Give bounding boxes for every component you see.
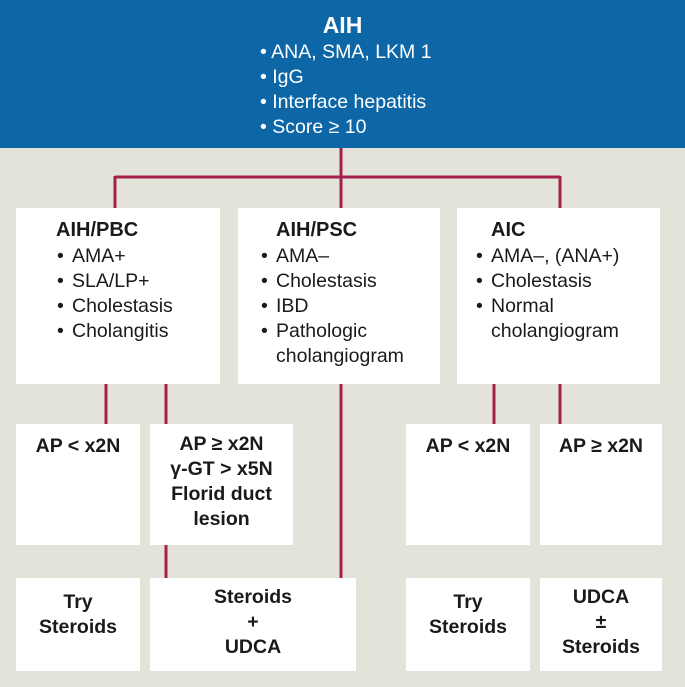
header-item: • Interface hepatitis	[260, 91, 427, 113]
header-title: AIH	[322, 12, 363, 38]
treatment-text: +	[247, 611, 259, 633]
list-item: IBD	[260, 294, 440, 319]
list-item: Cholestasis	[260, 269, 440, 294]
list-item: Pathologic cholangiogram	[260, 319, 434, 369]
criterion-text: AP ≥ x2N	[558, 435, 644, 457]
treatment-text: Try	[453, 591, 483, 613]
treatment-text: UDCA	[572, 586, 630, 608]
treatment-text: Steroids	[38, 616, 118, 638]
treatment-text: Steroids	[428, 616, 508, 638]
list-item: Normal cholangiogram	[475, 294, 651, 344]
list-item: AMA+	[56, 244, 220, 269]
aic-ap-low-box: AP < x2N	[406, 424, 530, 545]
list-item: SLA/LP+	[56, 269, 220, 294]
criterion-text: AP ≥ x2N	[179, 433, 264, 455]
list-item: AMA–, (ANA+)	[475, 244, 660, 269]
aic-ap-high-box: AP ≥ x2N	[540, 424, 662, 545]
header-criteria-list: • ANA, SMA, LKM 1 • IgG • Interface hepa…	[260, 40, 685, 140]
aih-psc-list: AMA– Cholestasis IBD Pathologic cholangi…	[260, 244, 440, 369]
list-item: AMA–	[260, 244, 440, 269]
treatment-text: UDCA	[224, 636, 282, 658]
treatment-text: Steroids	[561, 636, 641, 658]
aih-pbc-title: AIH/PBC	[56, 219, 139, 241]
treatment-udca-steroids: UDCA ± Steroids	[540, 578, 662, 671]
treatment-steroids-udca: Steroids + UDCA	[150, 578, 356, 671]
criterion-text: Florid duct	[171, 483, 272, 505]
treatment-text: ±	[595, 611, 607, 633]
treatment-try-steroids-2: Try Steroids	[406, 578, 530, 671]
pbc-ap-high-box: AP ≥ x2N γ-GT > x5N Florid duct lesion	[150, 424, 293, 545]
aih-pbc-box: AIH/PBC AMA+ SLA/LP+ Cholestasis Cholang…	[16, 208, 220, 384]
treatment-text: Steroids	[213, 586, 293, 608]
list-item: Cholestasis	[56, 294, 220, 319]
pbc-ap-low-box: AP < x2N	[16, 424, 140, 545]
aih-psc-box: AIH/PSC AMA– Cholestasis IBD Pathologic …	[238, 208, 440, 384]
aih-pbc-list: AMA+ SLA/LP+ Cholestasis Cholangitis	[56, 244, 220, 344]
treatment-text: Try	[63, 591, 93, 613]
criterion-text: lesion	[193, 508, 250, 530]
aic-box: AIC AMA–, (ANA+) Cholestasis Normal chol…	[457, 208, 660, 384]
criterion-text: AP < x2N	[35, 435, 121, 457]
criterion-text: AP < x2N	[425, 435, 511, 457]
aic-list: AMA–, (ANA+) Cholestasis Normal cholangi…	[475, 244, 660, 344]
aic-title: AIC	[491, 219, 526, 241]
list-item: Cholestasis	[475, 269, 660, 294]
list-item: Cholangitis	[56, 319, 220, 344]
aih-psc-title: AIH/PSC	[276, 219, 358, 241]
header-item: • IgG	[260, 66, 304, 88]
header-item: • ANA, SMA, LKM 1	[260, 41, 432, 63]
aih-header: AIH • ANA, SMA, LKM 1 • IgG • Interface …	[0, 0, 685, 148]
criterion-text: γ-GT > x5N	[170, 458, 273, 480]
treatment-try-steroids-1: Try Steroids	[16, 578, 140, 671]
header-item: • Score ≥ 10	[260, 116, 367, 138]
